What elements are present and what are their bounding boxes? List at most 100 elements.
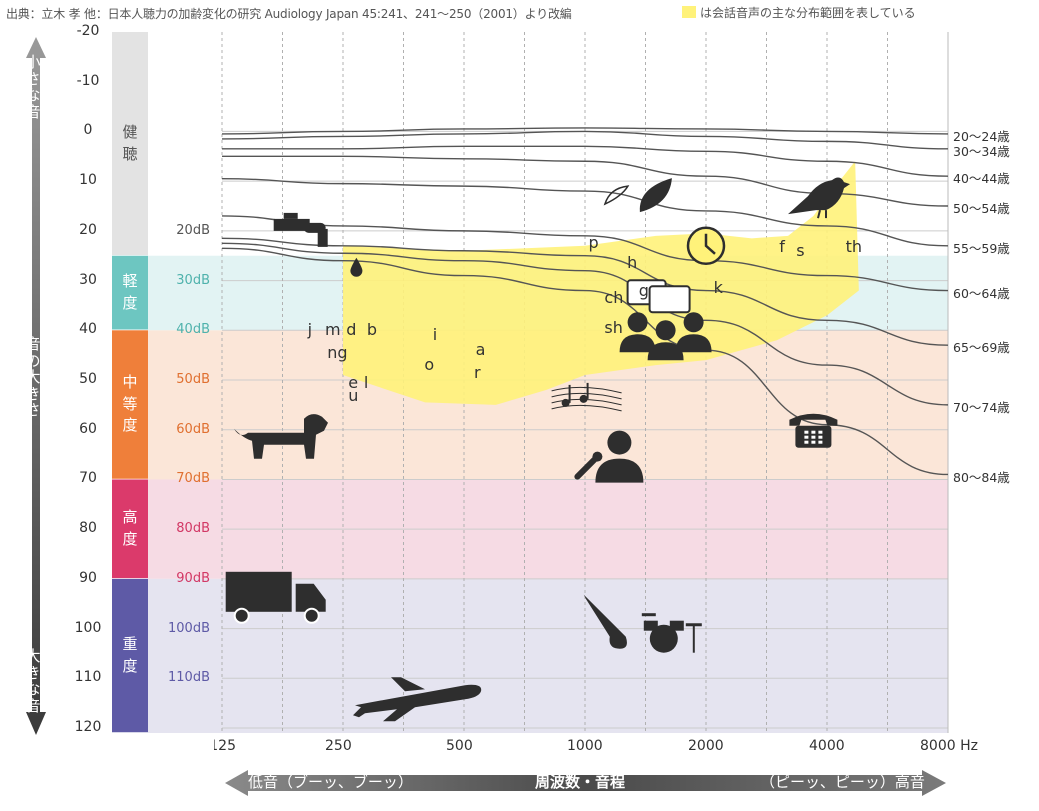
telephone-icon (789, 413, 838, 448)
band-instruments-icon (583, 594, 702, 653)
band-db-column (148, 255, 222, 331)
db-label: 110dB (168, 670, 210, 686)
truck-wheel (233, 607, 250, 624)
x-tick-label: 500 (446, 738, 473, 754)
phoneme-label: j (307, 320, 313, 340)
note-head (561, 398, 570, 407)
speech-legend-text: は会話音声の主な分布範囲を表している (700, 6, 916, 20)
x-axis-center-label: 周波数・音程 (535, 773, 626, 791)
phoneme-label: ng (327, 342, 348, 362)
phone-key (818, 440, 823, 444)
phoneme-label: i (432, 325, 438, 345)
microphone (574, 455, 599, 480)
band-label: 軽度 (122, 272, 138, 312)
band-label: 重度 (122, 634, 138, 675)
bird-shape (788, 177, 850, 215)
staff-line (551, 392, 622, 400)
age-series-label: 65〜69歳 (953, 340, 1010, 356)
note-head (579, 394, 588, 403)
phoneme-label: l (363, 372, 369, 392)
age-series-label: 70〜74歳 (953, 399, 1010, 415)
bird-leg (817, 209, 821, 219)
speech-legend: は会話音声の主な分布範囲を表している (682, 4, 916, 21)
music-notes-icon (551, 382, 622, 412)
x-axis-left-label: 低音（ブーッ、ブーッ） (248, 773, 413, 791)
microphone-head (592, 451, 603, 462)
truck-icon (225, 571, 326, 624)
singer-body (595, 458, 644, 483)
person-body (675, 334, 712, 353)
dog-shape (234, 414, 328, 459)
phone-key (804, 435, 809, 439)
phoneme-label: s (796, 240, 805, 260)
age-series-label: 50〜54歳 (953, 201, 1010, 216)
phone-key (818, 435, 823, 439)
band-label: 中等度 (122, 372, 138, 435)
y-tick-label: 90 (79, 569, 97, 586)
singer-icon (574, 430, 644, 483)
singer-head (607, 430, 632, 455)
age-series-line (221, 127, 949, 135)
db-label: 70dB (176, 471, 210, 487)
person-head (627, 312, 648, 333)
y-tick-label: 70 (79, 470, 97, 487)
db-label: 40dB (176, 322, 210, 338)
age-series-label: 30〜34歳 (953, 143, 1010, 159)
y-axis-middle-label: 音の大きさ (25, 335, 41, 419)
bird-icon (788, 177, 850, 219)
band-strip (112, 479, 148, 579)
airplane-shape (353, 684, 482, 722)
y-tick-label: 80 (79, 520, 97, 537)
y-tick-label: -10 (76, 72, 100, 89)
db-label: 20dB (176, 222, 210, 238)
phone-key (818, 430, 823, 434)
x-axis-arrow (225, 770, 946, 796)
y-tick-label: 40 (79, 321, 97, 338)
phoneme-label: a (475, 340, 486, 360)
person-body (619, 334, 656, 353)
leaf-shape (639, 178, 672, 213)
x-axis-right-label: （ピーッ、ピーッ）高音 (760, 773, 925, 791)
faucet-part (317, 228, 328, 247)
age-series-label: 20〜24歳 (953, 128, 1010, 144)
age-series-label: 55〜59歳 (953, 240, 1010, 256)
y-tick-label: 110 (74, 669, 102, 686)
airplane-wing (391, 677, 425, 692)
person-head (655, 320, 676, 341)
x-tick-label: 4000 (809, 738, 845, 754)
age-series-line (221, 242, 949, 406)
y-tick-label: -20 (76, 23, 100, 39)
phoneme-label: sh (604, 317, 623, 337)
truck-cargo (225, 571, 292, 612)
band-db-column (148, 479, 222, 579)
band-strip (112, 578, 148, 733)
phoneme-label: e (348, 372, 359, 392)
y-tick-label: 60 (79, 420, 97, 437)
speech-area (343, 161, 859, 405)
airplane-icon (353, 677, 482, 722)
band-label: 健聴 (122, 122, 138, 163)
x-tick-label: 125 (214, 738, 236, 754)
y-tick-label: 30 (79, 271, 97, 288)
age-series-line (222, 145, 949, 177)
phoneme-label: ch (604, 288, 624, 307)
phoneme-label: d (346, 320, 357, 340)
y-axis-bottom-label: 大きな音 (25, 647, 41, 715)
x-tick-label: 250 (325, 738, 352, 754)
x-tick-label: 1000 (567, 738, 603, 754)
phoneme-label: b (366, 320, 378, 340)
db-label: 50dB (176, 372, 210, 387)
speech-legend-swatch (682, 6, 696, 18)
faucet-icon (273, 212, 328, 247)
y-tick-label: 10 (79, 172, 97, 189)
y-tick-label: 120 (74, 719, 102, 735)
phoneme-label: g (638, 280, 649, 300)
speech-bubble (648, 285, 691, 314)
phoneme-label: r (474, 362, 481, 382)
truck-cab (295, 583, 326, 612)
age-series-line (221, 237, 949, 346)
leaf-icon (603, 178, 672, 213)
db-label: 100dB (168, 620, 210, 636)
guitar (583, 594, 627, 649)
